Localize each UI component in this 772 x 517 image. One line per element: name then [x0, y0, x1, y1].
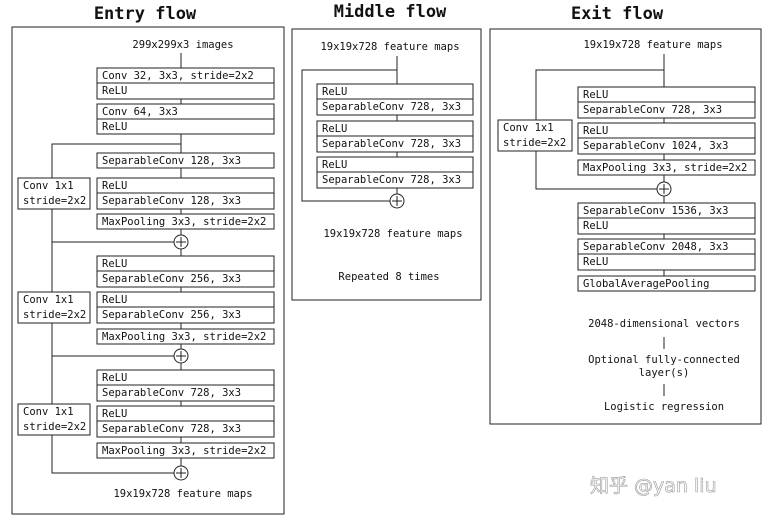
entry-sepconv128-label: SeparableConv 128, 3x3	[102, 155, 241, 167]
middle-flow-title: Middle flow	[334, 2, 447, 22]
exit-sepconv2048-label: SeparableConv 2048, 3x3	[583, 241, 728, 253]
entry-sepconv728b-label: SeparableConv 728, 3x3	[102, 423, 241, 435]
exit-relu-label: ReLU	[583, 220, 608, 232]
entry-conv64-label: Conv 64, 3x3	[102, 106, 178, 118]
exit-maxpool-box	[577, 159, 756, 176]
entry-sepconv256-label: SeparableConv 256, 3x3	[102, 273, 241, 285]
entry-sepconv728-label: SeparableConv 728, 3x3	[102, 387, 241, 399]
entry-output-label: 19x19x728 feature maps	[113, 488, 252, 500]
entry-maxpool-box	[96, 328, 275, 345]
entry-skip-stride-label: stride=2x2	[23, 195, 86, 207]
middle-sepconv-label: SeparableConv 728, 3x3	[322, 174, 461, 186]
exit-logistic-label: Logistic regression	[604, 401, 724, 413]
exit-sepconv728-label: SeparableConv 728, 3x3	[583, 104, 722, 116]
middle-flow-frame	[291, 28, 482, 301]
exit-input-label: 19x19x728 feature maps	[583, 39, 722, 51]
entry-relu-label: ReLU	[102, 372, 127, 384]
exit-maxpool-label: MaxPooling 3x3, stride=2x2	[583, 162, 747, 174]
exit-relu-label: ReLU	[583, 125, 608, 137]
middle-repeat-label: Repeated 8 times	[338, 271, 439, 283]
exit-relu-label: ReLU	[583, 256, 608, 268]
exit-flow-title: Exit flow	[571, 4, 664, 24]
exit-sepconv1024-label: SeparableConv 1024, 3x3	[583, 140, 728, 152]
exit-skip-conv-label: Conv 1x1	[503, 122, 554, 134]
middle-skip-connection	[301, 69, 397, 202]
entry-input-label: 299x299x3 images	[132, 39, 233, 51]
exit-sepconv1536-label: SeparableConv 1536, 3x3	[583, 205, 728, 217]
exit-gap-label: GlobalAveragePooling	[583, 278, 709, 290]
entry-flow-frame	[11, 26, 285, 515]
entry-relu-label: ReLU	[102, 258, 127, 270]
entry-relu-label: ReLU	[102, 294, 127, 306]
exit-relu-label: ReLU	[583, 89, 608, 101]
entry-sepconv128b-label: SeparableConv 128, 3x3	[102, 195, 241, 207]
entry-maxpool-label: MaxPooling 3x3, stride=2x2	[102, 216, 266, 228]
entry-skip-conv-label: Conv 1x1	[23, 180, 74, 192]
entry-skip-stride-label: stride=2x2	[23, 421, 86, 433]
entry-relu-label: ReLU	[102, 180, 127, 192]
exit-fc-label: Optional fully-connected	[588, 354, 740, 366]
entry-maxpool-label: MaxPooling 3x3, stride=2x2	[102, 445, 266, 457]
entry-flow-title: Entry flow	[94, 4, 197, 24]
exit-skip-stride-label: stride=2x2	[503, 137, 566, 149]
entry-maxpool-label: MaxPooling 3x3, stride=2x2	[102, 331, 266, 343]
entry-skip-conv-box	[17, 403, 91, 436]
middle-input-label: 19x19x728 feature maps	[320, 41, 459, 53]
entry-maxpool-box	[96, 442, 275, 459]
middle-relu-label: ReLU	[322, 86, 347, 98]
entry-relu-label: ReLU	[102, 408, 127, 420]
entry-skip-conv-label: Conv 1x1	[23, 406, 74, 418]
exit-flow-frame	[489, 28, 762, 425]
middle-relu-label: ReLU	[322, 123, 347, 135]
exit-fc-label-2: layer(s)	[639, 367, 690, 379]
entry-skip-conv-box	[17, 177, 91, 210]
exit-skip-conv-box	[497, 119, 573, 152]
entry-skip-stride-label: stride=2x2	[23, 309, 86, 321]
entry-skip-conv-box	[17, 291, 91, 324]
exit-vectors-label: 2048-dimensional vectors	[588, 318, 740, 330]
middle-sepconv-label: SeparableConv 728, 3x3	[322, 138, 461, 150]
middle-relu-label: ReLU	[322, 159, 347, 171]
middle-output-label: 19x19x728 feature maps	[323, 228, 462, 240]
entry-conv32-label: Conv 32, 3x3, stride=2x2	[102, 70, 254, 82]
entry-relu-label: ReLU	[102, 121, 127, 133]
entry-skip-conv-label: Conv 1x1	[23, 294, 74, 306]
exit-gap-box	[577, 275, 756, 292]
entry-sepconv256b-label: SeparableConv 256, 3x3	[102, 309, 241, 321]
middle-sepconv-label: SeparableConv 728, 3x3	[322, 101, 461, 113]
entry-sepconv128-box	[96, 152, 275, 169]
entry-relu-label: ReLU	[102, 85, 127, 97]
watermark: 知乎 @yan liu	[590, 475, 717, 497]
entry-maxpool-box	[96, 213, 275, 230]
